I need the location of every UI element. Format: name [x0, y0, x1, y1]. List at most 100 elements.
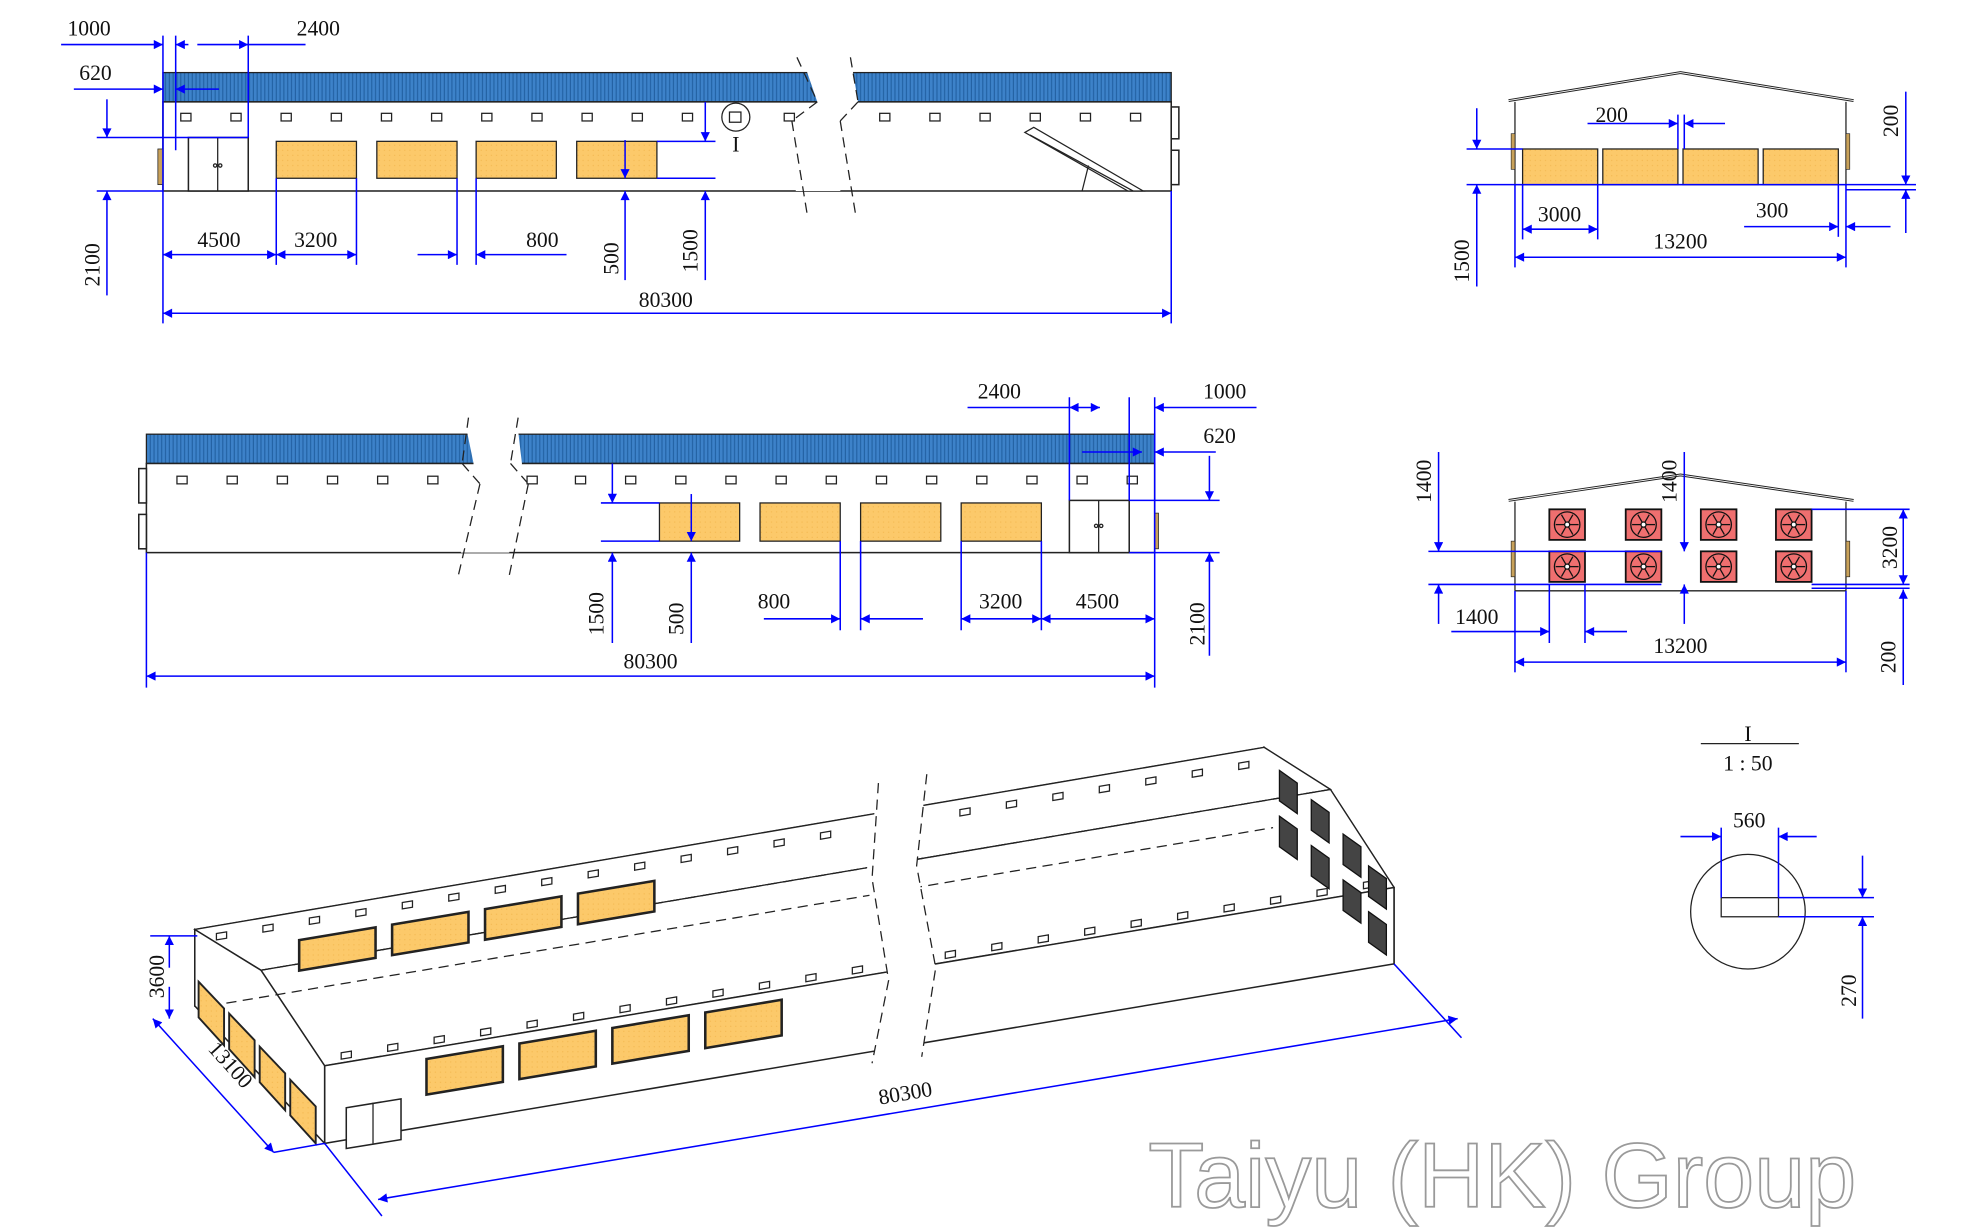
vent [875, 475, 888, 485]
dim-200-base: 200 [1879, 105, 1903, 137]
fan-icon [1705, 511, 1733, 538]
inlet-vents [176, 475, 1139, 485]
vent [624, 475, 637, 485]
front-elevation: I [61, 17, 1180, 324]
fan-housing [1170, 106, 1180, 140]
exhaust-fan [1278, 814, 1298, 861]
vent [851, 965, 864, 975]
cooling-pads [658, 502, 1043, 542]
vent [430, 112, 443, 122]
vent [1130, 918, 1142, 929]
vent [587, 869, 599, 879]
cooling-pad [1762, 148, 1839, 186]
vent [1145, 776, 1157, 786]
dim-2400: 2400 [978, 380, 1021, 404]
dim-1400-fan: 1400 [1455, 605, 1498, 629]
vent [773, 838, 785, 848]
vent [1037, 934, 1050, 944]
vent [633, 861, 646, 871]
cooling-pad [576, 140, 658, 179]
cooling-pad [275, 140, 358, 179]
vent-opening [1720, 897, 1780, 918]
pad-end-elevation: 200 200 3000 300 13200 1500 [1450, 71, 1916, 287]
vent [1076, 475, 1088, 485]
vent [1191, 768, 1204, 778]
vent [1098, 783, 1111, 794]
dim-270: 270 [1837, 974, 1861, 1006]
vent [1079, 112, 1092, 122]
vent [481, 112, 493, 122]
dim-200-gap: 200 [1595, 103, 1627, 127]
fan-frame [1699, 508, 1738, 541]
dimension-lines [61, 35, 1172, 324]
fan-icon [1780, 511, 1808, 538]
cooling-pad [483, 894, 563, 942]
vent [758, 980, 771, 991]
dim-2400: 2400 [297, 17, 340, 41]
vent [433, 1034, 445, 1045]
detail-circle [1690, 853, 1806, 970]
vent [726, 845, 739, 856]
vent [1084, 926, 1096, 936]
cooling-pad [475, 140, 557, 179]
fan-housing [138, 467, 148, 504]
vent [991, 941, 1003, 952]
fan-frame [1548, 550, 1586, 583]
vent [330, 112, 343, 122]
dim-500: 500 [665, 603, 689, 635]
dim-1500: 1500 [679, 229, 703, 272]
vent [712, 988, 724, 998]
vent [825, 475, 838, 485]
cooling-pad [376, 140, 458, 179]
detail-marker: I [721, 102, 751, 157]
exhaust-fan [1548, 550, 1586, 583]
vent [879, 112, 891, 122]
vent [944, 949, 957, 960]
fan-icon [1630, 553, 1657, 580]
dim-2100: 2100 [1185, 602, 1209, 645]
dim-4500: 4500 [197, 228, 240, 252]
door [345, 1097, 402, 1150]
cooling-pad [960, 502, 1043, 542]
exhaust-fan [1624, 508, 1663, 541]
dim-620: 620 [79, 61, 111, 85]
vent [1026, 475, 1038, 485]
detail-view: I 1 : 50 560 270 [1680, 722, 1874, 1019]
dim-2100: 2100 [80, 243, 104, 286]
vent [581, 112, 593, 122]
vent [1269, 895, 1282, 906]
rear-elevation: 2400 1000 620 1500 500 800 3200 4500 210… [138, 380, 1257, 688]
exhaust-fan [1775, 550, 1813, 583]
cooling-pad [859, 502, 942, 542]
detail-title: I [1744, 722, 1751, 746]
cooling-pad [576, 879, 656, 926]
fan-icon [1630, 511, 1657, 538]
dim-200: 200 [1877, 641, 1901, 673]
break-gap [460, 420, 522, 553]
vent [725, 475, 737, 485]
roof [162, 71, 1172, 103]
vent [479, 1027, 492, 1037]
fan-hub [1715, 521, 1722, 528]
fan-hub [1790, 563, 1797, 570]
fan-housing [138, 513, 148, 550]
vent [326, 475, 339, 485]
dimension-lines [150, 935, 1463, 1217]
detail-marker-label: I [732, 133, 739, 157]
cooling-pad [1602, 148, 1679, 186]
dim-13200: 13200 [1653, 634, 1707, 658]
dim-3000: 3000 [1538, 203, 1581, 227]
dim-620: 620 [1203, 424, 1235, 448]
exhaust-fan [1548, 508, 1586, 541]
exhaust-fan [1367, 910, 1388, 957]
dim-800: 800 [526, 228, 558, 252]
vent [819, 830, 832, 840]
fan-hub [1790, 521, 1797, 528]
fan-icon [1553, 511, 1581, 538]
fan-hub [1640, 563, 1647, 570]
dim-1000: 1000 [1203, 380, 1246, 404]
exhaust-fan [1278, 769, 1298, 815]
vent [448, 892, 460, 902]
vent [262, 923, 274, 933]
vent [494, 884, 507, 895]
